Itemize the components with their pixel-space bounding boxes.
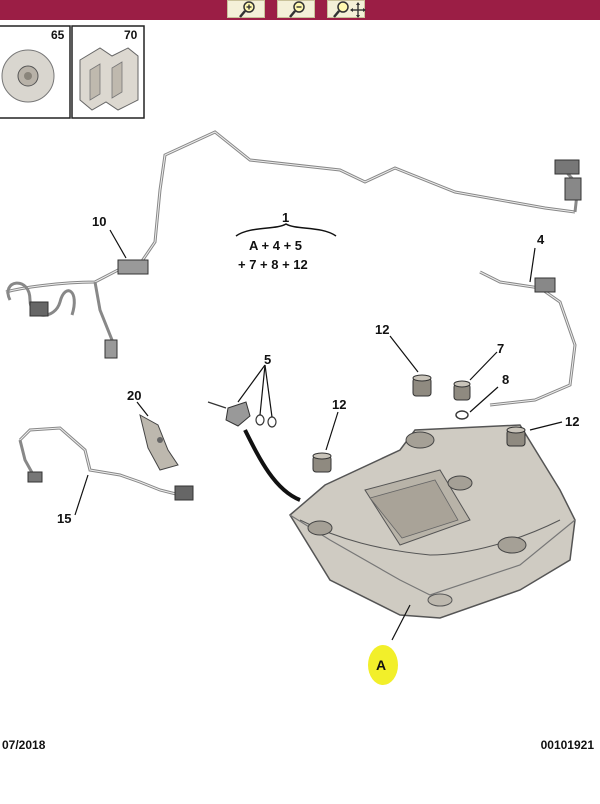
zoom-pan-icon [333, 1, 366, 18]
thumbnail-70[interactable]: 70 [71, 25, 145, 119]
connector-10-end [29, 159, 582, 359]
part-8-ring [455, 410, 469, 420]
grommet-12-top [412, 374, 432, 397]
footer-reference: 00101921 [540, 738, 594, 752]
formula-brace [235, 223, 337, 237]
part-7 [453, 380, 471, 401]
callout-8[interactable]: 8 [502, 372, 509, 387]
zoom-out-icon [289, 1, 305, 18]
sensor-5 [207, 401, 277, 428]
formula-line-2: + 7 + 8 + 12 [238, 257, 308, 272]
zoom-in-button[interactable] [227, 0, 265, 18]
connector-15-end [174, 485, 194, 501]
callout-4[interactable]: 4 [537, 232, 545, 247]
callout-5[interactable]: 5 [264, 352, 271, 367]
callout-7[interactable]: 7 [497, 341, 504, 356]
callout-12-right[interactable]: 12 [565, 414, 579, 429]
formula-line-1: A + 4 + 5 [249, 238, 302, 253]
grommet-12-left [312, 452, 332, 473]
callout-12-top[interactable]: 12 [375, 322, 389, 337]
zoom-pan-button[interactable] [327, 0, 366, 18]
zoom-out-button[interactable] [277, 0, 315, 18]
leader-lines [74, 229, 563, 641]
parts-diagram: 65 70 [0, 25, 582, 685]
thumbnail-label-65: 65 [51, 28, 65, 42]
thumbnail-label-70: 70 [124, 28, 138, 42]
callout-10[interactable]: 10 [92, 214, 106, 229]
grommet-12-right [506, 426, 526, 447]
callout-20[interactable]: 20 [127, 388, 141, 403]
footer-date: 07/2018 [2, 738, 46, 752]
callout-a[interactable]: A [376, 657, 386, 673]
hose-4 [479, 270, 577, 407]
fuel-tank-a [289, 424, 576, 619]
callout-15[interactable]: 15 [57, 511, 71, 526]
highlight-a [368, 645, 398, 685]
callout-12-left[interactable]: 12 [332, 397, 346, 412]
thumbnail-65[interactable]: 65 [0, 25, 71, 119]
mounting-arrow [243, 429, 301, 502]
connector-15 [27, 471, 43, 483]
callout-1[interactable]: 1 [282, 210, 289, 225]
bracket-20 [139, 414, 179, 471]
zoom-in-icon [239, 1, 255, 18]
